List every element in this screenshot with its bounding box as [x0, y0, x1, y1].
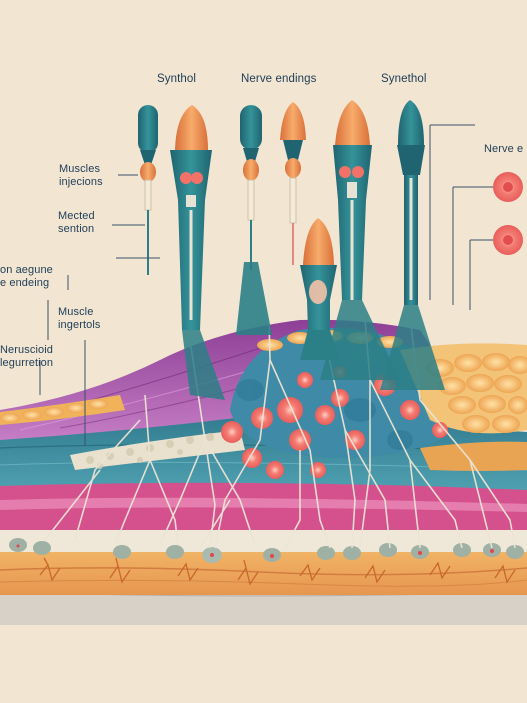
detail-cell-1 — [493, 172, 523, 202]
coral-cells — [221, 366, 448, 479]
detail-cell-2 — [493, 225, 523, 255]
label-neruscioid: Neruscioid legurretion — [0, 344, 54, 369]
label-muscle-ingertols: Muscle ingertols — [58, 306, 101, 331]
skin-nerve-endings — [39, 557, 516, 586]
injector-1 — [138, 105, 158, 275]
label-nerve-endings: Nerve endings — [241, 73, 317, 85]
granules — [86, 431, 234, 469]
label-synethol-right: Synethol — [381, 73, 427, 85]
label-muscles-injecions: Muscles injecions — [59, 163, 103, 188]
injector-3 — [236, 105, 272, 335]
label-nerve-right: Nerve e — [484, 143, 524, 155]
base-layer — [0, 590, 527, 625]
fat-slab — [420, 441, 527, 471]
connective-strip — [70, 430, 245, 470]
red-dots — [16, 544, 494, 558]
injector-6 — [320, 100, 400, 380]
injector-7 — [380, 100, 445, 390]
blue-cells — [236, 379, 413, 450]
label-synthol-left: Synthol — [157, 73, 197, 85]
injector-2 — [170, 105, 225, 400]
label-mected-sention: Mected sention — [58, 210, 95, 235]
cream-layer — [0, 528, 527, 552]
label-on-aegune: on aegune e endeing — [0, 264, 53, 289]
injector-4 — [280, 102, 306, 265]
fat-cells-left — [0, 399, 108, 423]
leader-lines — [39, 124, 493, 445]
